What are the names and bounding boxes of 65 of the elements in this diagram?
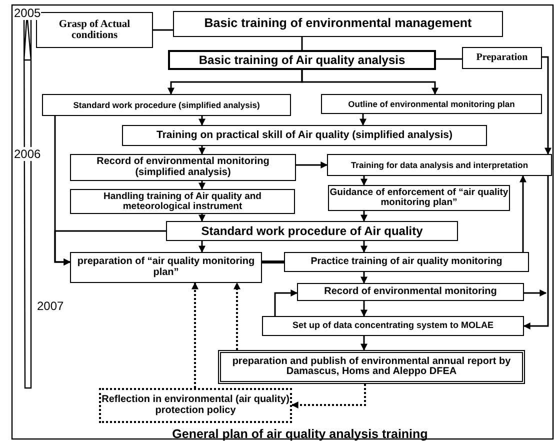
arrow [360, 176, 368, 186]
box-text: preparation of “air quality monitoring plan” [76, 257, 256, 278]
arrow [360, 301, 368, 317]
arrow [54, 230, 166, 266]
arrow [360, 211, 368, 222]
arrow [301, 70, 438, 95]
connector-line [153, 29, 173, 31]
process-box [173, 11, 503, 37]
arrow [520, 175, 526, 252]
box-text: Outline of environmental monitoring plan [348, 100, 515, 108]
box-text: Basic training of environmental management [204, 17, 472, 31]
diagram-title: General plan of air quality analysis training [171, 427, 429, 441]
process-box [297, 283, 524, 301]
box-text: Record of environmental monitoring (simplified analysis) [96, 157, 270, 178]
arrow [274, 290, 298, 316]
arrow [360, 241, 368, 253]
box-text: Guidance of enforcement of “air quality monitoring plan” [329, 188, 509, 208]
year-label: 2006 [14, 147, 41, 161]
arrow [198, 214, 206, 222]
connector-line [436, 58, 462, 60]
box-text: Handling training of Air quality and meteorological instrument [102, 192, 262, 212]
connector-line [262, 260, 284, 264]
arrow [296, 162, 328, 168]
process-box [262, 316, 524, 336]
arrow [198, 241, 206, 253]
year-label: 2005 [14, 6, 41, 20]
arrow [542, 56, 552, 155]
process-box [70, 252, 262, 283]
process-box [70, 189, 295, 214]
process-box [327, 154, 552, 176]
arrow [198, 146, 206, 155]
arrow [360, 272, 368, 284]
arrow [523, 176, 549, 330]
year-label: 2007 [37, 299, 64, 313]
box-text: Standard work procedure of Air quality [201, 224, 423, 238]
process-box [122, 125, 487, 146]
process-box [70, 154, 296, 181]
box-text: Grasp of Actual conditions [58, 18, 132, 42]
box-text: Preparation [476, 52, 528, 64]
arrow [524, 290, 547, 296]
arrow [198, 181, 206, 190]
arrow [360, 336, 368, 351]
box-text: Training on practical skill of Air quality (simplified analysis) [156, 130, 452, 141]
arrow [291, 384, 366, 408]
box-text: Record of environmental monitoring [324, 286, 497, 298]
arrow [192, 282, 198, 388]
process-box [284, 252, 529, 272]
box-text: preparation and publish of environmental annual report by Damascus, Homs and Aleppo DFEA [231, 356, 512, 378]
process-box [168, 50, 436, 70]
process-box [321, 94, 542, 114]
box-text: Set up of data concentrating system to MOLAE [292, 321, 494, 331]
connector-line [301, 37, 303, 50]
process-box [166, 221, 458, 241]
box-text: Training for data analysis and interpretation [350, 160, 528, 170]
arrow [234, 282, 240, 350]
process-box [462, 47, 542, 69]
box-text: Basic training of Air quality analysis [198, 54, 406, 66]
process-box [42, 94, 291, 116]
arrow [360, 114, 366, 126]
arrow [198, 116, 206, 126]
box-text: Practice training of air quality monitoring [310, 256, 502, 268]
process-box [99, 388, 292, 423]
process-box [218, 350, 525, 384]
box-text: Reflection in environmental (air quality) protection policy [101, 395, 290, 416]
box-text: Standard work procedure (simplified analysis) [73, 100, 260, 110]
